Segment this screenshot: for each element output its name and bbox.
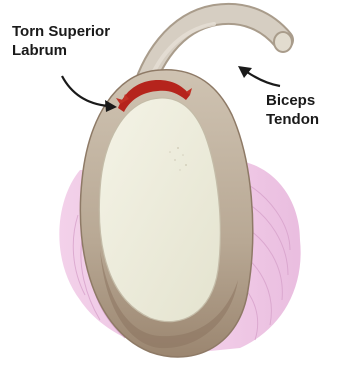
label-torn-superior-labrum: Torn Superior Labrum (12, 22, 110, 60)
label-torn-line2: Labrum (12, 41, 110, 60)
label-torn-line1: Torn Superior (12, 22, 110, 41)
label-biceps-line1: Biceps (266, 91, 319, 110)
label-biceps-tendon: Biceps Tendon (266, 91, 319, 129)
label-biceps-line2: Tendon (266, 110, 319, 129)
glenoid-cartilage (99, 98, 220, 322)
arrow-to-tendon (238, 66, 280, 86)
arrow-to-tear (62, 76, 117, 112)
